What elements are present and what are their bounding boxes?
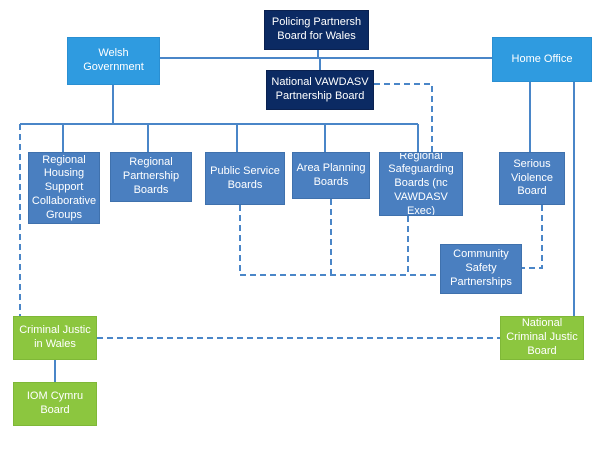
national-criminal-justice-board: National Criminal Justic Board (500, 316, 584, 360)
national-vawdasv-partnership-board: National VAWDASV Partnership Board (266, 70, 374, 110)
serious-violence-board: Serious Violence Board (499, 152, 565, 205)
welsh-government: Welsh Government (67, 37, 160, 85)
criminal-justice-in-wales: Criminal Justic in Wales (13, 316, 97, 360)
dash-psb-collector (239, 205, 440, 276)
regional-housing-support-collaborative-groups: Regional Housing Support Collaborative G… (28, 152, 100, 224)
dash-svb-csp (522, 205, 543, 269)
area-planning-boards: Area Planning Boards (292, 152, 370, 199)
regional-safeguarding-boards: Regional Safeguarding Boards (nc VAWDASV… (379, 152, 463, 216)
policing-partnership-board: Policing Partnersh Board for Wales (264, 10, 369, 50)
regional-partnership-boards: Regional Partnership Boards (110, 152, 192, 202)
iom-cymru-board: IOM Cymru Board (13, 382, 97, 426)
home-office: Home Office (492, 37, 592, 82)
dash-vawdasv-rsb (374, 83, 433, 152)
community-safety-partnerships: Community Safety Partnerships (440, 244, 522, 294)
public-service-boards: Public Service Boards (205, 152, 285, 205)
